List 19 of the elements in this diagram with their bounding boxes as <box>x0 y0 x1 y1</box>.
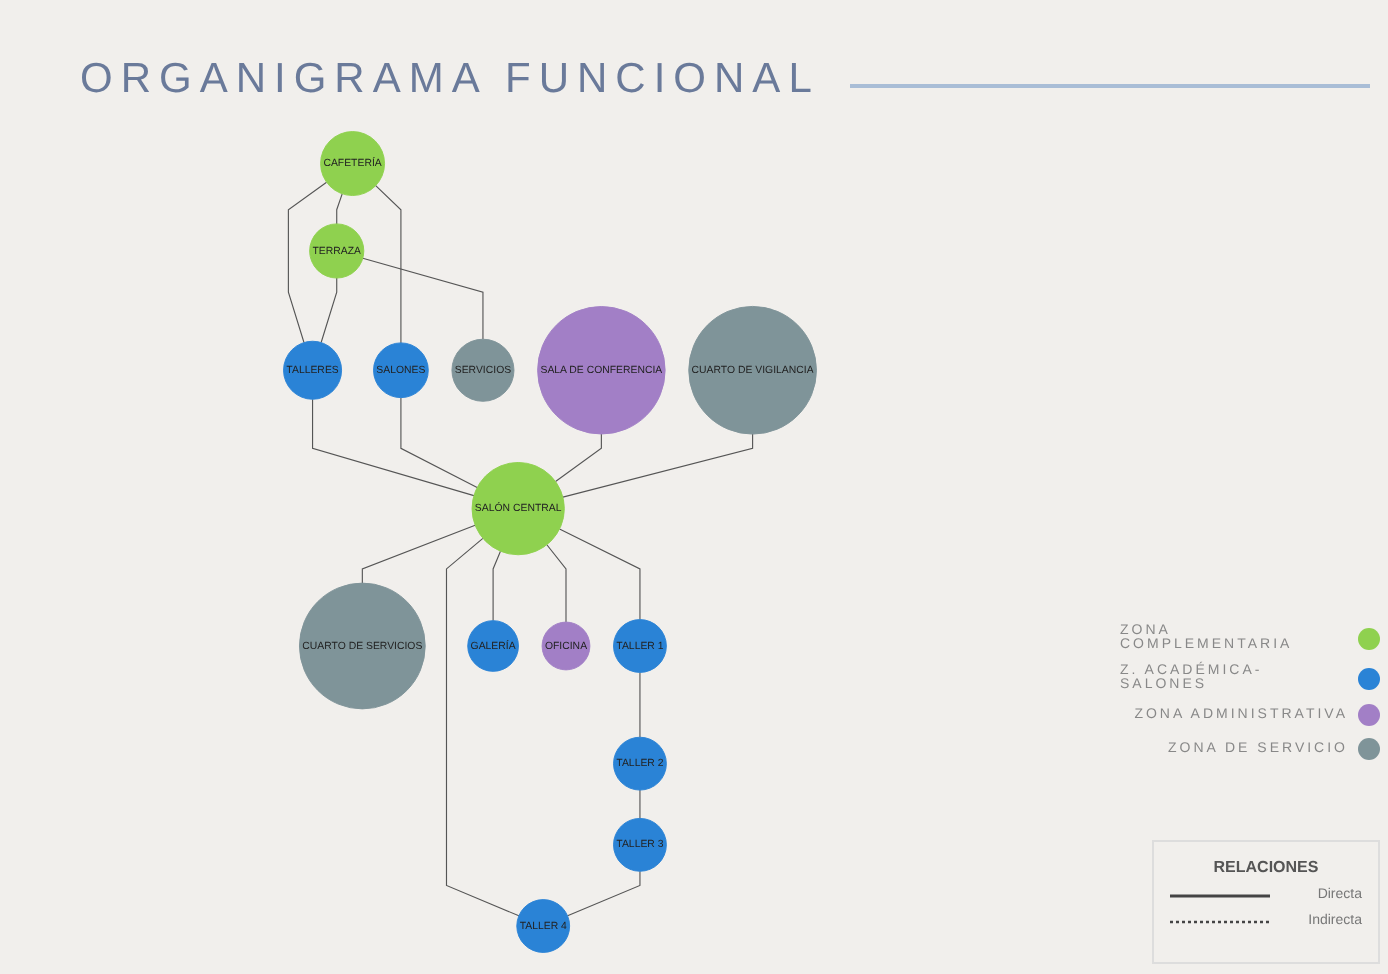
connector <box>639 671 641 738</box>
connector <box>400 397 478 489</box>
connector <box>445 537 520 917</box>
legend-title: RELACIONES <box>1211 858 1321 876</box>
title: ORGANIGRAMA FUNCIONAL <box>80 56 820 104</box>
connector <box>567 870 641 917</box>
connector <box>362 257 484 340</box>
connector <box>336 193 343 225</box>
connector <box>492 550 502 622</box>
connector <box>375 185 402 344</box>
connector <box>361 524 476 584</box>
connector <box>558 528 641 621</box>
connector <box>562 433 754 498</box>
connector <box>287 181 328 344</box>
connector <box>320 277 338 344</box>
connector <box>554 433 602 483</box>
connector <box>639 789 641 819</box>
connector <box>312 398 475 497</box>
connector <box>546 544 567 623</box>
